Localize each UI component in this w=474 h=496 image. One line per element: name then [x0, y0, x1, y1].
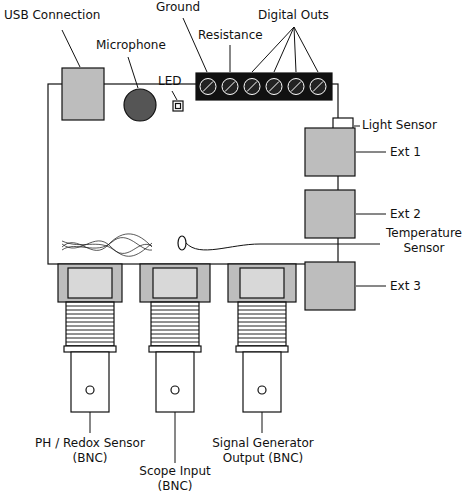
- bnc-thread: [238, 302, 286, 346]
- terminal-screw: [200, 79, 216, 95]
- screw-slot: [291, 82, 301, 92]
- bnc-collar: [149, 346, 201, 352]
- part-label: Ext 3: [390, 279, 450, 294]
- bnc-pin: [171, 386, 179, 394]
- part-label: Ext 1: [390, 145, 450, 160]
- part-label: Resistance: [198, 28, 278, 43]
- bnc-thread: [66, 302, 114, 346]
- bnc-collar: [236, 346, 288, 352]
- bnc-pin: [258, 386, 266, 394]
- part-label: Light Sensor: [362, 118, 462, 133]
- part-label: PH / Redox Sensor (BNC): [22, 436, 158, 466]
- terminal-screw: [222, 79, 238, 95]
- part-label: Digital Outs: [258, 8, 358, 23]
- bnc-socket: [68, 268, 112, 298]
- screw-slot: [247, 82, 257, 92]
- screw-slot: [269, 82, 279, 92]
- part-label: Ext 2: [390, 207, 450, 222]
- screw-slot: [225, 82, 235, 92]
- terminal-screw: [266, 79, 282, 95]
- terminal-screw: [310, 79, 326, 95]
- bnc-pin: [86, 386, 94, 394]
- bnc-tube: [243, 352, 281, 412]
- bnc-thread: [151, 302, 199, 346]
- part-label: LED: [158, 74, 198, 89]
- bnc-collar: [64, 346, 116, 352]
- bnc-socket: [153, 268, 197, 298]
- screw-slot: [203, 82, 213, 92]
- bnc-body: [140, 264, 210, 302]
- bnc-body: [228, 264, 296, 302]
- terminal-screw: [288, 79, 304, 95]
- part-label: Temperature Sensor: [376, 226, 472, 256]
- terminal-screw: [244, 79, 260, 95]
- bnc-tube: [156, 352, 194, 412]
- part-label: Signal Generator Output (BNC): [196, 436, 330, 466]
- part-label: Ground: [156, 0, 216, 15]
- screw-slot: [313, 82, 323, 92]
- bnc-tube: [71, 352, 109, 412]
- part-label: USB Connection: [4, 8, 124, 23]
- bnc-body: [58, 264, 122, 302]
- part-label: Scope Input (BNC): [128, 464, 222, 494]
- part-label: Microphone: [96, 38, 186, 53]
- bnc-socket: [240, 268, 284, 298]
